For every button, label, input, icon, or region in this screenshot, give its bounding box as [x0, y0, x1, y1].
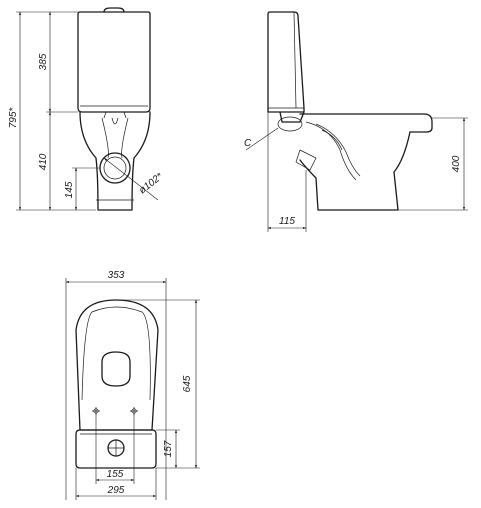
side-view: C 400 115	[244, 11, 468, 232]
flush-button-icon	[103, 7, 125, 13]
top-view: 353 645 157 155 295	[65, 270, 200, 500]
side-seat	[299, 113, 433, 133]
dim-outlet-offset: 115	[279, 216, 295, 227]
dim-total-height: 795*	[8, 107, 19, 129]
dim-outlet-height: 145	[64, 181, 75, 198]
front-trap-right	[121, 117, 129, 159]
dim-tank-height: 385	[38, 53, 49, 70]
front-tank-outline	[77, 11, 151, 113]
side-trap-inner	[315, 123, 361, 177]
bowl-opening	[101, 351, 131, 387]
front-trap-left	[101, 117, 109, 159]
outlet-circle	[99, 152, 131, 184]
dim-tank-depth: 157	[163, 440, 174, 457]
side-trap-outer	[305, 121, 357, 181]
dim-width: 353	[108, 270, 125, 281]
dim-bowl-height: 410	[38, 153, 49, 170]
dim-depth: 645	[182, 375, 193, 392]
side-outlet	[295, 149, 317, 171]
side-bowl-outline	[299, 131, 411, 211]
callout-circle	[277, 116, 303, 132]
top-tank-outline	[75, 429, 157, 469]
front-bowl-outline	[79, 111, 151, 211]
dim-tank-width: 295	[107, 485, 125, 496]
dim-outlet-diameter: ø102*	[137, 171, 166, 197]
dim-seat-height: 400	[451, 155, 462, 172]
front-view: 795* 385 410 145 ø102*	[8, 7, 166, 211]
side-connector	[279, 111, 305, 123]
top-bowl-inner	[81, 306, 151, 401]
callout-c: C	[244, 138, 252, 149]
side-tank-outline	[267, 11, 305, 113]
dim-fixing-spacing: 155	[107, 469, 124, 480]
